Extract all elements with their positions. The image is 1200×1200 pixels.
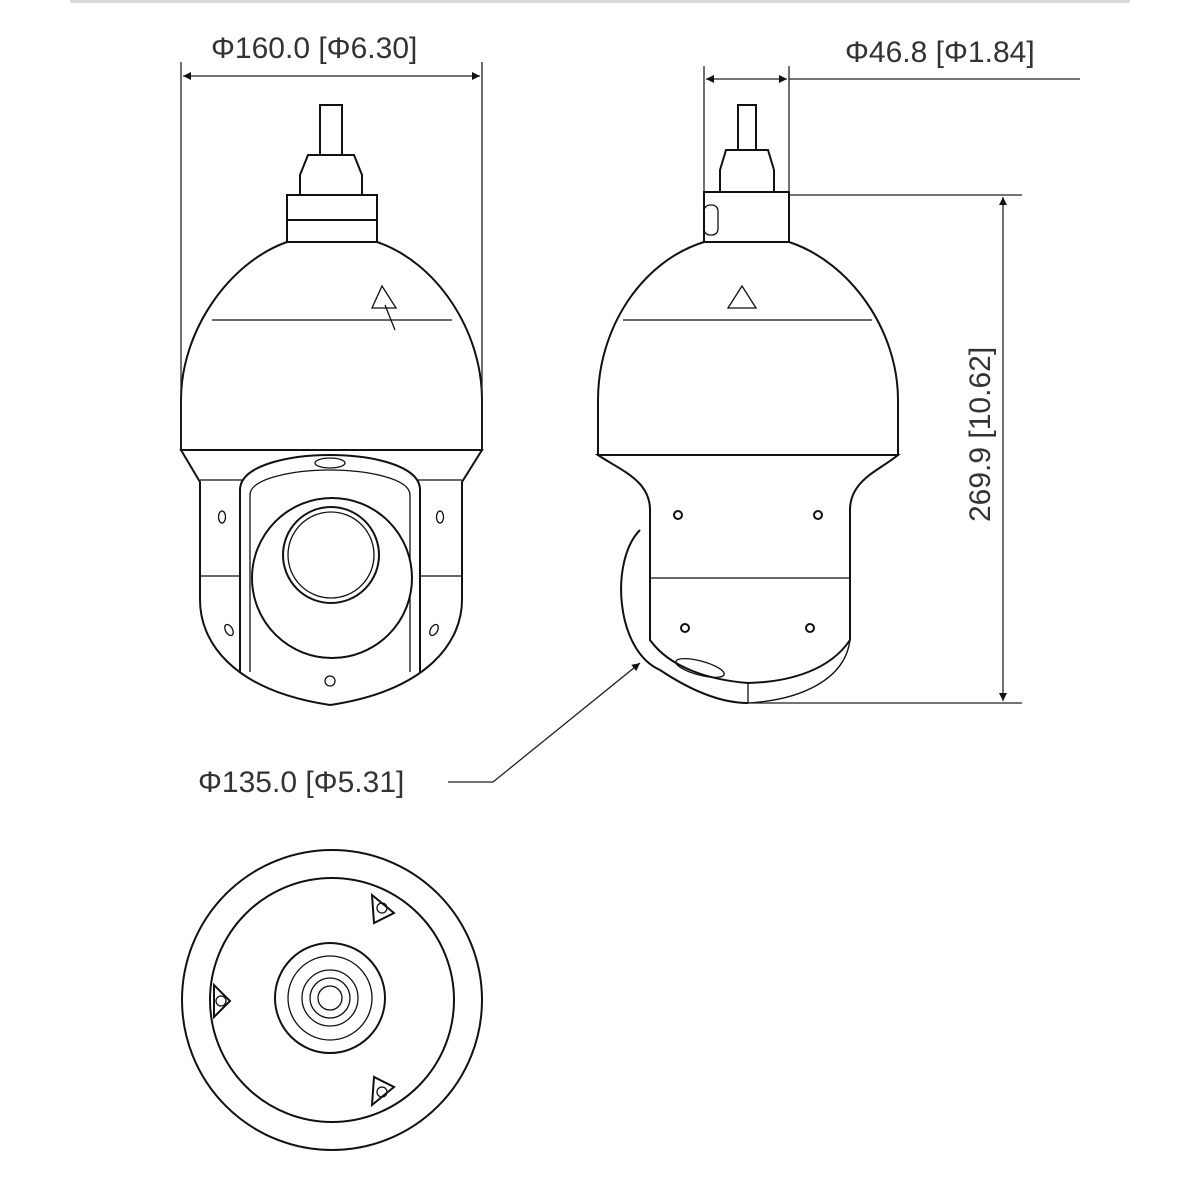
- front-view: [179, 104, 484, 707]
- side-view: [594, 104, 901, 704]
- height-label: 269.9 [10.62]: [964, 347, 997, 522]
- dimension-lines: [180, 62, 1080, 783]
- top-view: [181, 849, 483, 1151]
- mount-diameter-label: Φ46.8 [Φ1.84]: [845, 36, 1035, 69]
- top-divider: [70, 0, 1130, 3]
- body-diameter-label: Φ135.0 [Φ5.31]: [198, 766, 404, 799]
- overall-diameter-label: Φ160.0 [Φ6.30]: [211, 32, 417, 65]
